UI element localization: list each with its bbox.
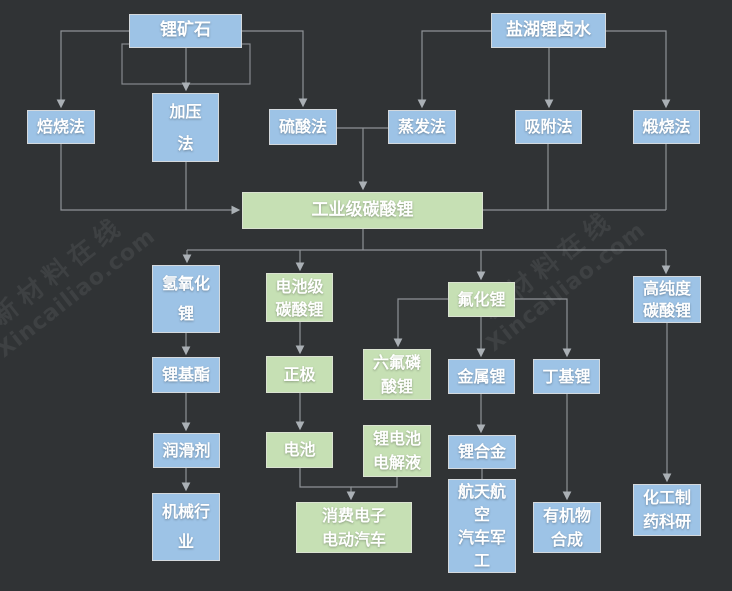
edge-connector bbox=[515, 298, 572, 358]
node-salt-lake-brine: 盐湖锂卤水 bbox=[491, 13, 606, 48]
node-lubricant: 润滑剂 bbox=[153, 433, 220, 468]
node-chem-pharma-research: 化工制 药科研 bbox=[633, 484, 701, 536]
edge-connector bbox=[417, 30, 491, 109]
edge-connector bbox=[351, 477, 398, 488]
node-roasting-method: 焙烧法 bbox=[27, 110, 95, 144]
node-cathode: 正极 bbox=[266, 356, 333, 393]
node-sulfuric-acid-method: 硫酸法 bbox=[269, 109, 337, 145]
node-industrial-li2co3: 工业级碳酸锂 bbox=[242, 192, 483, 229]
node-lithium-ore: 锂矿石 bbox=[129, 14, 242, 48]
node-evaporation-method: 蒸发法 bbox=[388, 110, 456, 144]
edge-connector bbox=[393, 298, 448, 348]
node-high-purity-li2co3: 高纯度 碳酸锂 bbox=[633, 276, 701, 323]
node-consumer-ev: 消费电子 电动汽车 bbox=[296, 502, 412, 553]
edge-connector bbox=[56, 30, 129, 109]
node-machinery-industry: 机械行 业 bbox=[152, 493, 220, 561]
node-adsorption-method: 吸附法 bbox=[515, 110, 582, 144]
node-butyllithium: 丁基锂 bbox=[533, 359, 600, 394]
node-lithium-hydroxide: 氢氧化 锂 bbox=[152, 265, 220, 333]
edge-connector bbox=[242, 30, 308, 108]
node-calcination-method: 煅烧法 bbox=[633, 110, 700, 144]
node-aerospace-auto-military: 航天航 空 汽车军 工 bbox=[448, 479, 516, 573]
node-pressure-method: 加压 法 bbox=[152, 93, 219, 162]
edge-connector bbox=[606, 30, 671, 109]
node-lithium-fluoride: 氟化锂 bbox=[448, 282, 515, 317]
node-electrolyte: 锂电池 电解液 bbox=[363, 425, 431, 477]
node-lipf6: 六氟磷 酸锂 bbox=[363, 349, 431, 400]
edge-connector bbox=[299, 468, 356, 501]
node-lithium-alloy: 锂合金 bbox=[448, 435, 516, 469]
node-lithium-metal: 金属锂 bbox=[448, 359, 515, 394]
node-battery: 电池 bbox=[266, 432, 333, 468]
node-lithium-ester: 锂基酯 bbox=[152, 357, 220, 393]
node-battery-grade-li2co3: 电池级 碳酸锂 bbox=[266, 273, 333, 322]
node-organic-synthesis: 有机物 合成 bbox=[533, 502, 601, 553]
edge-connector bbox=[60, 144, 241, 215]
